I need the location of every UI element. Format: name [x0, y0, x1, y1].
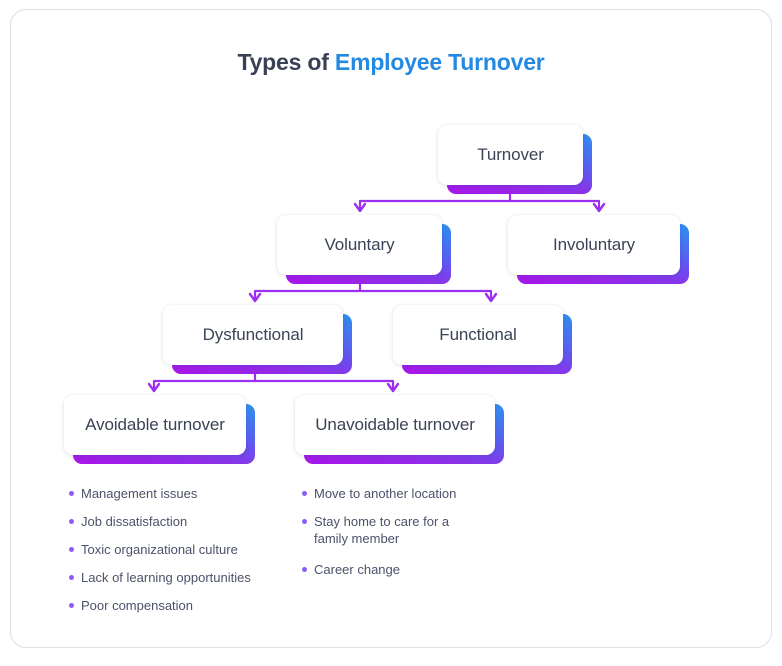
node-card[interactable]: Functional: [393, 305, 563, 365]
node-card[interactable]: Turnover: [438, 125, 583, 185]
edge-voluntary-functional: [358, 289, 493, 302]
list-item: Toxic organizational culture: [69, 541, 294, 558]
page-title-prefix: Types of: [237, 49, 335, 75]
node-card[interactable]: Dysfunctional: [163, 305, 343, 365]
list-item: Career change: [302, 561, 467, 578]
arrowhead-unavoidable: [386, 382, 400, 393]
list-item: Move to another location: [302, 485, 467, 502]
node-label: Turnover: [477, 145, 544, 164]
node-unavoidable-turnover[interactable]: Unavoidable turnover: [295, 395, 504, 464]
node-card[interactable]: Unavoidable turnover: [295, 395, 495, 455]
list-item: Stay home to care for a family member: [302, 513, 467, 547]
node-card[interactable]: Involuntary: [508, 215, 680, 275]
node-card[interactable]: Voluntary: [277, 215, 442, 275]
edge-turnover-involuntary: [508, 199, 601, 212]
list-item: Lack of learning opportunities: [69, 569, 294, 586]
arrowhead-avoidable: [147, 382, 161, 393]
node-avoidable-turnover[interactable]: Avoidable turnover: [64, 395, 255, 464]
diagram-card: Types of Employee Turnover Turnove: [10, 9, 772, 648]
node-involuntary[interactable]: Involuntary: [508, 215, 689, 284]
list-item: Management issues: [69, 485, 294, 502]
page-title-accent: Employee Turnover: [334, 49, 545, 75]
node-label: Unavoidable turnover: [315, 415, 475, 434]
avoidable-reasons-list: Management issues Job dissatisfaction To…: [69, 485, 294, 625]
node-voluntary[interactable]: Voluntary: [277, 215, 451, 284]
node-dysfunctional[interactable]: Dysfunctional: [163, 305, 352, 374]
node-functional[interactable]: Functional: [393, 305, 572, 374]
node-label: Involuntary: [552, 235, 636, 254]
arrowhead-voluntary: [353, 202, 367, 213]
unavoidable-reasons-list: Move to another location Stay home to ca…: [302, 485, 467, 589]
node-label: Voluntary: [324, 235, 395, 254]
node-card[interactable]: Avoidable turnover: [64, 395, 246, 455]
node-label: Functional: [439, 325, 517, 344]
page-title: Types of Employee Turnover: [11, 49, 771, 76]
edge-dysfunctional-unavoidable: [253, 379, 395, 392]
node-label: Dysfunctional: [202, 325, 304, 344]
list-item: Job dissatisfaction: [69, 513, 294, 530]
node-label: Avoidable turnover: [85, 415, 225, 434]
arrowhead-functional: [484, 292, 498, 303]
node-turnover[interactable]: Turnover: [438, 125, 592, 194]
arrowhead-involuntary: [592, 202, 606, 213]
arrowhead-dysfunctional: [248, 292, 262, 303]
list-item: Poor compensation: [69, 597, 294, 614]
